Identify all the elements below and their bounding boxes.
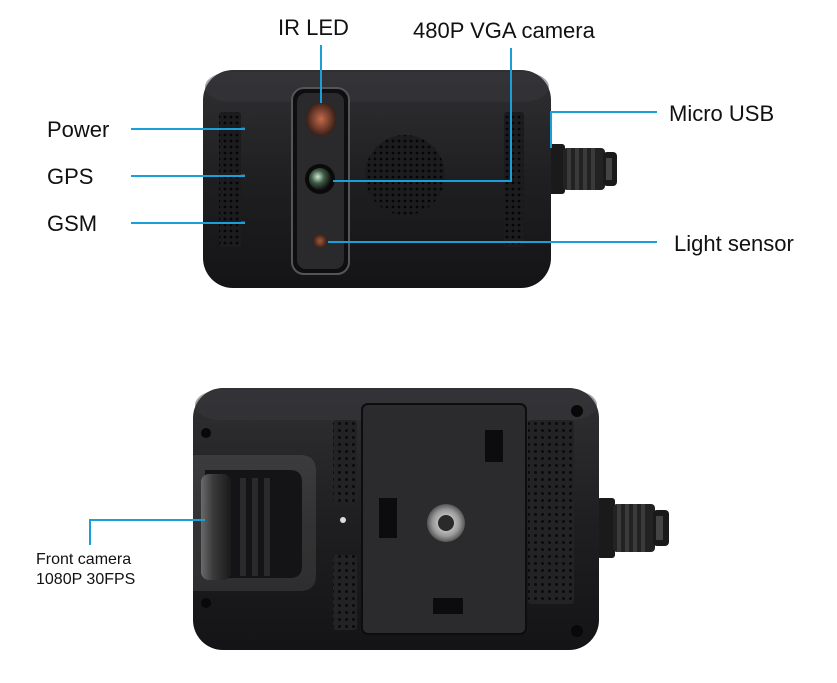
speaker-grille [365, 135, 445, 215]
screw-icon [571, 405, 583, 417]
ir-led-icon [306, 102, 336, 136]
rear-view-device [203, 70, 617, 288]
front-camera-leader [90, 520, 205, 545]
front-camera-lens-icon [201, 474, 231, 580]
grille [333, 420, 357, 502]
indicator-dot [340, 517, 346, 523]
gps-label: GPS [47, 164, 93, 190]
front-camera-label: Front camera [36, 550, 131, 570]
micro-usb-leader [551, 112, 657, 148]
gsm-label: GSM [47, 211, 97, 237]
power-label: Power [47, 117, 109, 143]
micro-usb-connector [543, 144, 617, 194]
light-sensor-label: Light sensor [674, 231, 794, 257]
ir-led-label: IR LED [278, 15, 349, 41]
screw-icon [571, 625, 583, 637]
side-connector [597, 498, 669, 558]
front-view-device [193, 388, 669, 650]
vga-camera-lens-icon [309, 168, 331, 190]
left-grille [219, 112, 241, 247]
grille [528, 420, 574, 604]
vga-camera-label: 480P VGA camera [413, 18, 595, 44]
front-camera-spec-label: 1080P 30FPS [36, 570, 135, 590]
screw-icon [201, 428, 211, 438]
right-grille [504, 112, 524, 247]
micro-usb-label: Micro USB [669, 101, 774, 127]
grille [333, 555, 357, 630]
screw-icon [201, 598, 211, 608]
light-sensor-icon [313, 234, 327, 248]
